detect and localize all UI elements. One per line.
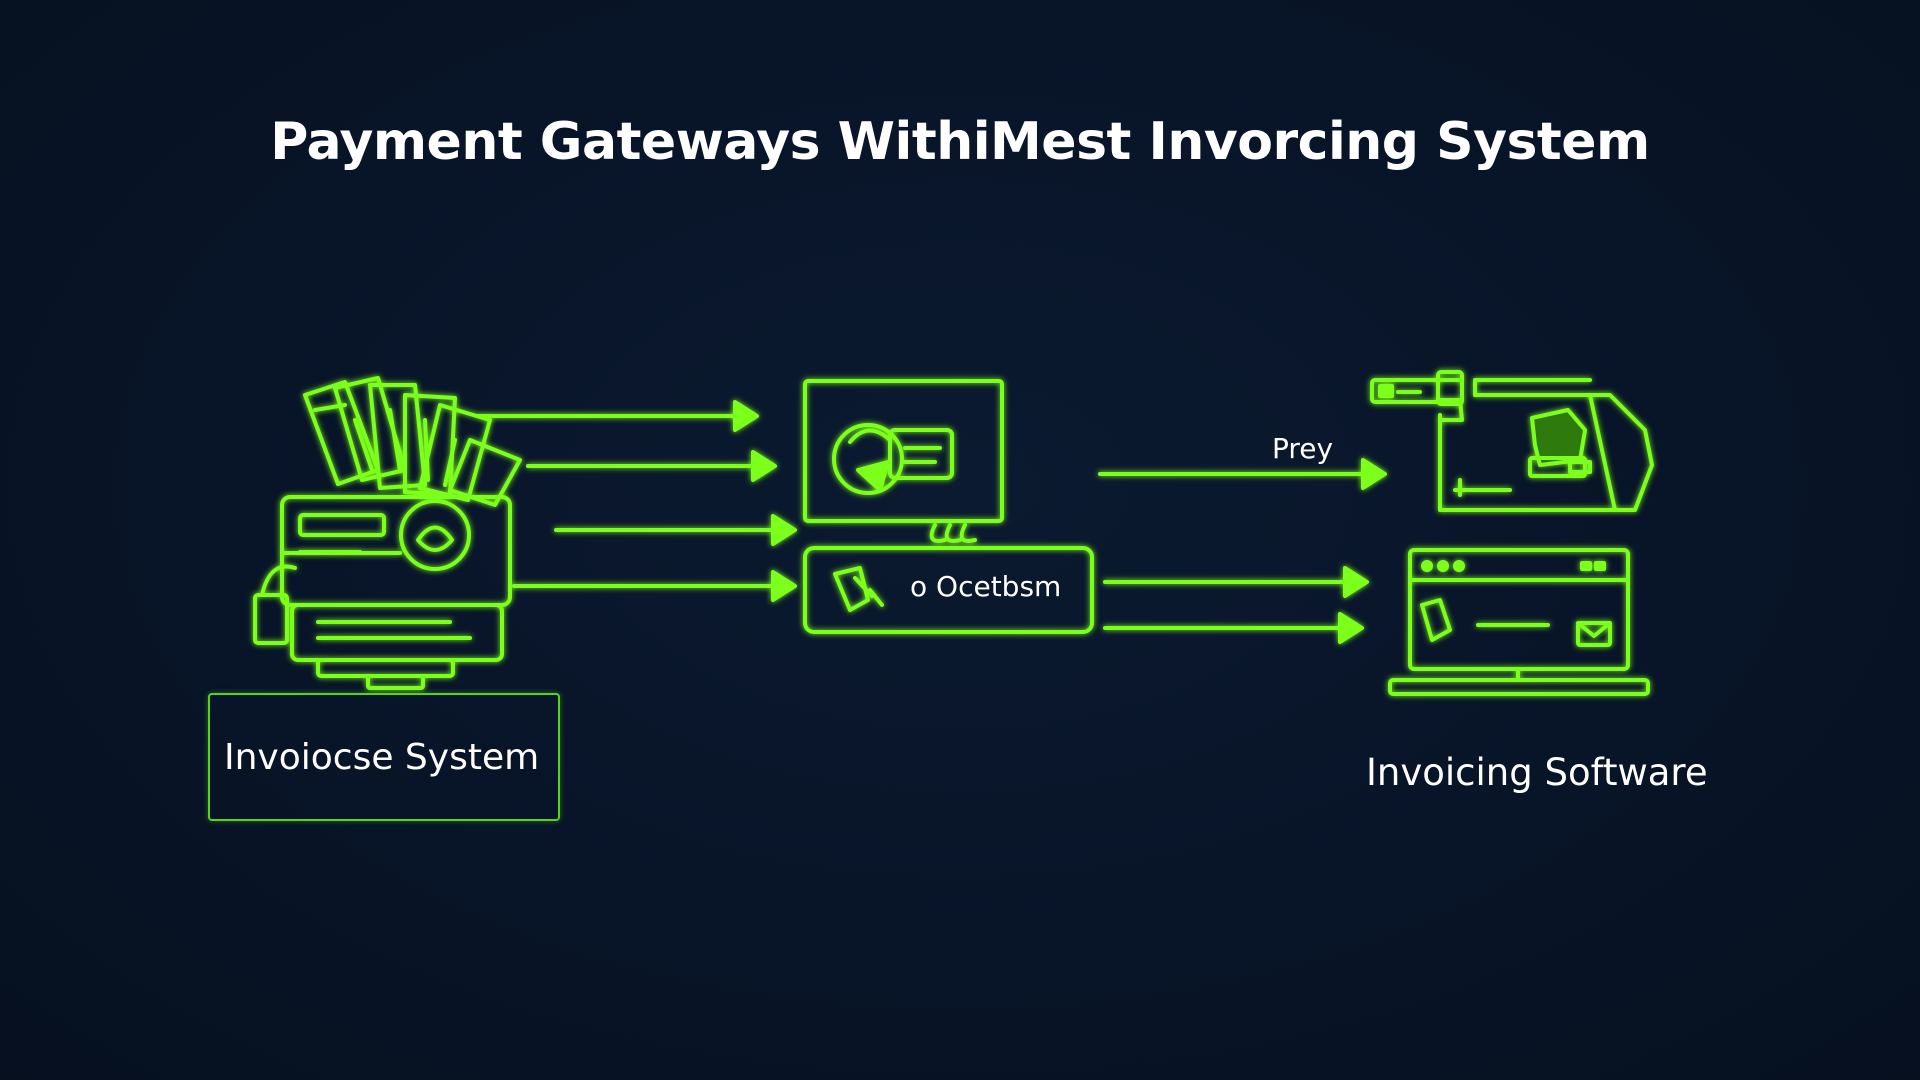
laptop-icon — [1388, 548, 1650, 696]
printer-icon — [1370, 370, 1654, 512]
arrow-right-top — [1098, 458, 1387, 490]
gateway-text: Ocetbsm — [936, 570, 1062, 603]
diagram-title: Payment Gateways WithiMest Invorcing Sys… — [270, 112, 1650, 172]
arrow-right-bottom — [1103, 612, 1364, 644]
invoicing-software-label: Invoicing Software — [1366, 751, 1708, 794]
arrow-left-2 — [526, 450, 777, 482]
invoice-system-text: Invoiocse System — [224, 736, 540, 778]
edge-label-prey: Prey — [1272, 432, 1334, 465]
cash-register-icon — [253, 376, 522, 690]
gateway-label: o Ocetbsm — [910, 570, 1061, 603]
gateway-prefix: o — [910, 570, 928, 603]
arrow-right-mid — [1103, 566, 1369, 598]
invoice-system-label: Invoiocse System — [208, 693, 560, 821]
arrow-left-4 — [512, 570, 797, 602]
gateway-tile-icon — [803, 546, 1094, 634]
payment-card-icon — [803, 379, 1004, 543]
arrow-left-1 — [476, 400, 759, 432]
arrow-left-3 — [554, 514, 797, 546]
